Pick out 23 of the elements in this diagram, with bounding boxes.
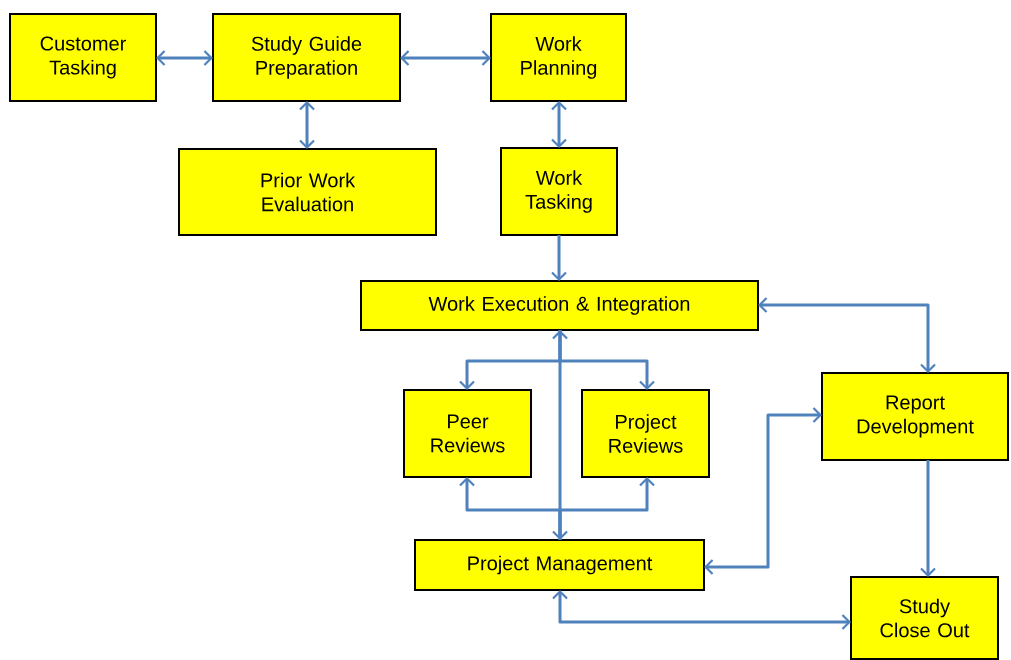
arrow <box>558 330 655 390</box>
arrow <box>299 101 315 149</box>
arrow <box>551 235 567 281</box>
process-box: Work Tasking <box>500 147 618 236</box>
arrow <box>758 297 936 373</box>
process-box: Study Close Out <box>850 576 999 660</box>
process-box: Peer Reviews <box>403 389 532 478</box>
arrow <box>551 101 567 148</box>
arrow <box>156 50 213 66</box>
arrow <box>558 477 655 540</box>
arrow <box>552 330 568 540</box>
process-box: Prior Work Evaluation <box>178 148 437 236</box>
process-box: Project Management <box>414 539 705 591</box>
process-box: Study Guide Preparation <box>212 13 401 102</box>
process-box: Work Planning <box>490 13 627 102</box>
arrow <box>400 50 491 66</box>
arrow <box>920 460 936 577</box>
process-box: Project Reviews <box>581 389 710 478</box>
arrow <box>552 590 851 630</box>
process-box: Customer Tasking <box>9 13 157 102</box>
process-box: Report Development <box>821 372 1009 461</box>
arrow <box>704 407 822 575</box>
process-box: Work Execution & Integration <box>360 280 759 331</box>
